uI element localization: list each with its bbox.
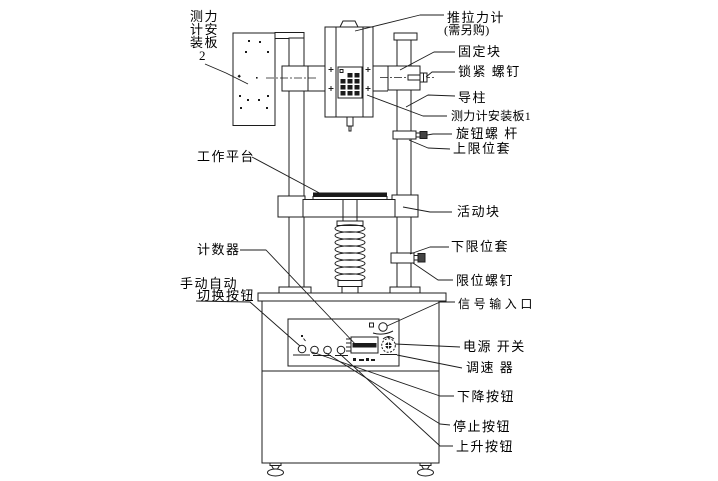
label-manual-auto-line2: 切换按钮 [197, 288, 255, 303]
cabinet [261, 300, 440, 477]
label-stop-button: 停止按钮 [453, 419, 511, 434]
label-guide-column: 导柱 [458, 90, 487, 105]
label-down-button: 下降按钮 [457, 389, 515, 404]
label-fixed-block: 固定块 [458, 44, 502, 59]
label-plate2-line3: 装板 [190, 35, 219, 50]
leader-upper-limit [408, 139, 451, 150]
leader-limit-screw [412, 262, 453, 281]
machine-foot-left [267, 462, 284, 477]
leader-plate1 [366, 94, 447, 117]
force-gauge [324, 20, 374, 132]
label-knob-screw: 旋钮螺 杆 [456, 126, 519, 141]
leader-manual-auto [195, 300, 301, 347]
signal-input-port [369, 322, 394, 335]
knob-screw-head [419, 131, 428, 139]
leader-fixed-block [399, 51, 455, 71]
machine-foot-right [417, 462, 434, 477]
leader-knob-screw [426, 133, 452, 136]
label-lower-limit-sleeve: 下限位套 [451, 239, 509, 254]
label-lock-screw: 锁紧 螺钉 [458, 64, 521, 79]
label-limit-screw: 限位螺钉 [456, 273, 514, 288]
label-power-switch: 电源 开关 [463, 339, 526, 354]
lower-limit-sleeve [390, 252, 426, 264]
control-panel [287, 318, 400, 367]
base-plate [257, 292, 447, 302]
movable-beam [302, 199, 396, 218]
right-column-foot [389, 286, 421, 294]
label-plate2-line1: 测力 [190, 9, 219, 24]
labels: 测力 计安 装板 2 推拉力计 (需另购) 固定块 锁紧 螺钉 导柱 测力计安装… [180, 9, 533, 454]
label-manual-auto-line1: 手动自动 [180, 276, 238, 291]
label-plate1: 测力计安装板1 [451, 108, 531, 123]
label-upper-limit-sleeve: 上限位套 [453, 141, 511, 156]
bellows [334, 220, 366, 293]
label-gauge-line2: (需另购) [444, 22, 490, 37]
label-plate2-line4: 2 [199, 48, 207, 63]
leader-down-button [311, 351, 454, 397]
gauge-keypad [337, 66, 363, 99]
label-gauge-line1: 推拉力计 [447, 10, 505, 25]
leader-signal-input [386, 301, 455, 327]
leader-power-switch [394, 343, 461, 348]
movable-block-right [391, 194, 419, 218]
gauge-probe [346, 116, 354, 132]
flange-screws [328, 67, 371, 91]
label-work-platform: 工作平台 [197, 149, 255, 164]
label-counter: 计数器 [197, 242, 241, 257]
leader-lines [195, 14, 463, 447]
speed-dial [380, 336, 397, 355]
label-up-button: 上升按钮 [456, 439, 514, 454]
lock-screw [407, 72, 428, 83]
manual-auto-button [293, 335, 310, 356]
gauge-top-lug [339, 20, 359, 28]
leader-counter [240, 249, 359, 348]
leader-up-button [339, 353, 453, 447]
leader-guide-column [405, 94, 456, 108]
leader-gauge [354, 14, 444, 32]
movable-block-left [277, 195, 306, 218]
label-plate2-line2: 计安 [190, 22, 219, 37]
limit-screw-head [417, 253, 426, 263]
leader-lock-screw [425, 71, 455, 78]
knob-screw-shaft [415, 132, 421, 138]
leader-plate2 [204, 63, 249, 85]
upper-limit-sleeve [392, 130, 428, 140]
mounting-plate-2 [232, 32, 305, 126]
fixed-beam [266, 65, 436, 92]
movable-block-assembly [277, 192, 419, 293]
label-movable-block: 活动块 [457, 204, 501, 219]
limit-screw-shaft [413, 255, 419, 261]
leader-lower-limit [409, 246, 449, 255]
label-speed-regulator: 调速 器 [466, 360, 514, 375]
down-button [310, 345, 319, 355]
left-fixed-block [281, 65, 309, 92]
label-signal-input: 信 号 输 入 口 [458, 296, 533, 311]
leader-work-platform [251, 156, 326, 197]
leader-movable-block [402, 206, 452, 213]
right-column-cap [393, 32, 418, 41]
work-platform [312, 192, 388, 200]
leader-speed-regulator [396, 354, 463, 369]
up-button [336, 345, 346, 355]
counter-display [346, 336, 379, 361]
